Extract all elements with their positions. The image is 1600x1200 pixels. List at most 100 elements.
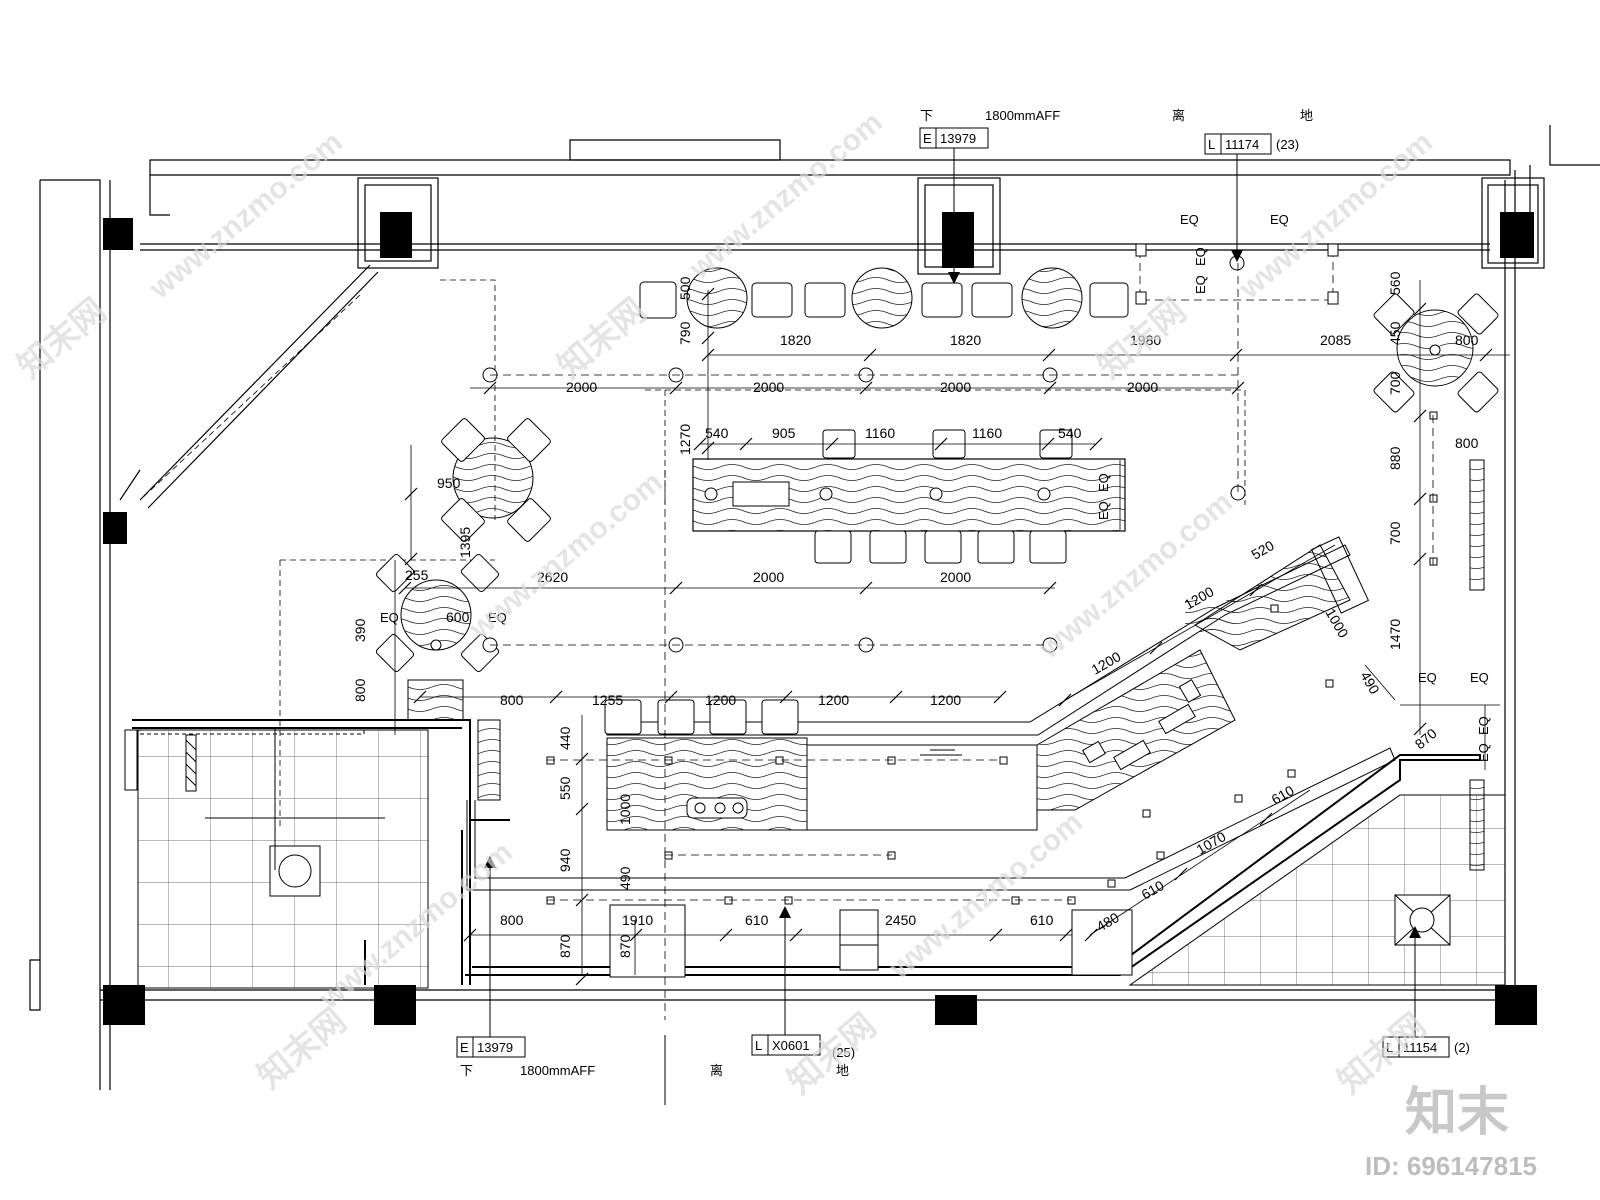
- svg-text:2000: 2000: [566, 379, 597, 395]
- svg-text:(23): (23): [1276, 137, 1299, 152]
- svg-text:1820: 1820: [780, 332, 811, 348]
- svg-text:1270: 1270: [677, 424, 693, 455]
- svg-text:13979: 13979: [940, 131, 976, 146]
- svg-text:700: 700: [1387, 521, 1403, 545]
- structural-columns: [103, 212, 1537, 1025]
- svg-text:(2): (2): [1454, 1040, 1470, 1055]
- svg-text:940: 940: [557, 848, 573, 872]
- round-tables: [400, 267, 1474, 651]
- svg-text:EQ: EQ: [1476, 743, 1491, 762]
- svg-text:知末网: 知末网: [251, 1001, 354, 1096]
- svg-text:870: 870: [617, 934, 633, 958]
- svg-text:1820: 1820: [950, 332, 981, 348]
- svg-text:www.znzmo.com: www.znzmo.com: [883, 805, 1089, 986]
- svg-text:2000: 2000: [753, 569, 784, 585]
- svg-text:EQ: EQ: [1193, 275, 1208, 294]
- svg-text:EQ: EQ: [1470, 670, 1489, 685]
- svg-text:800: 800: [500, 692, 524, 708]
- note-down: 下: [920, 108, 933, 123]
- svg-text:EQ: EQ: [1476, 716, 1491, 735]
- svg-text:1395: 1395: [457, 527, 473, 558]
- svg-text:540: 540: [1058, 425, 1082, 441]
- dimension-lines: [394, 280, 1510, 975]
- svg-text:EQ: EQ: [1180, 212, 1199, 227]
- svg-text:2450: 2450: [885, 912, 916, 928]
- svg-text:520: 520: [1249, 537, 1277, 563]
- svg-text:905: 905: [772, 425, 796, 441]
- svg-text:2620: 2620: [537, 569, 568, 585]
- svg-text:(25): (25): [832, 1045, 855, 1060]
- downlights: [546, 411, 1438, 905]
- svg-text:1000: 1000: [1322, 606, 1352, 641]
- svg-text:2000: 2000: [940, 379, 971, 395]
- track-box: [1135, 243, 1339, 305]
- svg-text:知末网: 知末网: [551, 291, 654, 386]
- svg-text:255: 255: [405, 567, 429, 583]
- note-away: 离: [710, 1063, 723, 1078]
- svg-text:1000: 1000: [617, 794, 633, 825]
- svg-text:知末网: 知末网: [11, 291, 114, 386]
- svg-text:2000: 2000: [1127, 379, 1158, 395]
- svg-text:EQ: EQ: [1270, 212, 1289, 227]
- svg-text:700: 700: [1387, 371, 1403, 395]
- chairs: [375, 281, 1499, 735]
- svg-text:450: 450: [1387, 321, 1403, 345]
- svg-text:www.znzmo.com: www.znzmo.com: [143, 125, 349, 306]
- note-level: 1800mmAFF: [520, 1063, 595, 1078]
- ref-tag-l-right: L 11154 (2): [1382, 926, 1470, 1058]
- ref-tag-l-top: L 11174 (23): [1204, 133, 1299, 262]
- svg-text:EQ: EQ: [1193, 247, 1208, 266]
- svg-text:610: 610: [1139, 877, 1167, 903]
- svg-text:550: 550: [557, 776, 573, 800]
- svg-text:950: 950: [437, 475, 461, 491]
- svg-text:1910: 1910: [622, 912, 653, 928]
- svg-text:870: 870: [1412, 725, 1440, 752]
- svg-text:13979: 13979: [477, 1040, 513, 1055]
- svg-text:L: L: [1386, 1040, 1393, 1055]
- ref-tag-e-bottom: E 13979: [456, 856, 526, 1058]
- svg-text:1200: 1200: [818, 692, 849, 708]
- svg-text:11174: 11174: [1225, 137, 1259, 152]
- svg-text:EQ: EQ: [1418, 670, 1437, 685]
- svg-text:800: 800: [1455, 435, 1479, 451]
- note-ground: 地: [836, 1063, 849, 1078]
- svg-text:EQ: EQ: [1096, 501, 1111, 520]
- svg-text:1200: 1200: [930, 692, 961, 708]
- svg-text:790: 790: [677, 321, 693, 345]
- svg-text:1160: 1160: [865, 425, 895, 441]
- svg-text:1200: 1200: [1089, 648, 1124, 678]
- svg-text:L: L: [1208, 137, 1215, 152]
- svg-text:EQ: EQ: [1096, 473, 1111, 492]
- back-room: [124, 719, 510, 989]
- dimension-ticks: [398, 287, 1493, 986]
- svg-text:880: 880: [1387, 446, 1403, 470]
- svg-text:E: E: [923, 131, 932, 146]
- light-fixtures: [430, 255, 1441, 653]
- svg-text:2085: 2085: [1320, 332, 1351, 348]
- svg-text:2000: 2000: [940, 569, 971, 585]
- svg-text:390: 390: [352, 618, 368, 642]
- svg-text:EQ: EQ: [488, 610, 507, 625]
- svg-text:610: 610: [1269, 782, 1297, 808]
- svg-text:870: 870: [557, 934, 573, 958]
- svg-text:610: 610: [1030, 912, 1054, 928]
- svg-text:500: 500: [677, 276, 693, 300]
- svg-text:800: 800: [500, 912, 524, 928]
- svg-text:1160: 1160: [972, 425, 1002, 441]
- svg-text:490: 490: [1357, 669, 1383, 697]
- svg-text:2000: 2000: [753, 379, 784, 395]
- svg-text:540: 540: [705, 425, 729, 441]
- svg-text:490: 490: [617, 866, 633, 890]
- svg-text:E: E: [460, 1040, 469, 1055]
- dim-labels-horizontal: 1820 1820 1980 2085 2000 2000 2000 2000 …: [405, 332, 1479, 928]
- svg-text:1070: 1070: [1194, 828, 1229, 858]
- svg-text:800: 800: [352, 678, 368, 702]
- header-note-top: 下 1800mmAFF 离 地: [920, 108, 1313, 123]
- note-level: 1800mmAFF: [985, 108, 1060, 123]
- header-note-bottom: 下 1800mmAFF 离 地: [460, 1063, 849, 1078]
- svg-text:L: L: [755, 1038, 762, 1053]
- svg-text:1200: 1200: [705, 692, 736, 708]
- note-away: 离: [1172, 108, 1185, 123]
- ref-tag-l-bottom: L X0601 (25): [751, 906, 855, 1060]
- island-bar: [692, 458, 1126, 532]
